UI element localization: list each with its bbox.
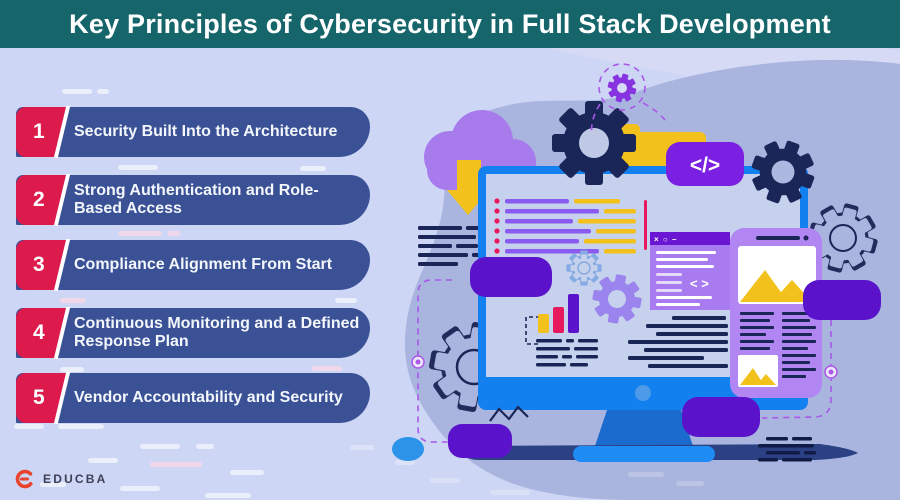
code-lines xyxy=(494,198,647,254)
phone-mockup xyxy=(730,228,822,398)
image-placeholder-mountains xyxy=(740,270,788,302)
lavender-gear-icon xyxy=(588,270,646,328)
gear-medium-icon xyxy=(742,131,824,213)
principle-item-3: Compliance Alignment From Start 3 xyxy=(16,239,370,291)
code-badge-label: </> xyxy=(690,154,720,177)
bar-chart xyxy=(525,294,579,345)
window-controls: × ○ – xyxy=(654,235,677,244)
dashed-path-left xyxy=(411,279,452,443)
text-lines-screen-right xyxy=(628,316,728,368)
principle-item-2: Strong Authentication and Role-Based Acc… xyxy=(16,174,370,226)
window-code-icon: < > xyxy=(690,276,709,291)
educba-logo-icon xyxy=(15,469,35,489)
principle-label: Security Built Into the Architecture xyxy=(16,107,370,157)
brand-logo: EDUCBA xyxy=(14,468,108,490)
principle-number: 1 xyxy=(33,120,45,143)
principle-item-5: Vendor Accountability and Security 5 xyxy=(16,372,370,424)
principle-number: 3 xyxy=(33,253,45,276)
violet-card-bottom-left xyxy=(448,424,512,458)
blue-dot xyxy=(392,437,424,461)
principle-number: 5 xyxy=(33,386,45,409)
infographic-title: Key Principles of Cybersecurity in Full … xyxy=(69,8,831,39)
code-badge: </> xyxy=(666,142,744,186)
principle-number: 4 xyxy=(33,321,45,344)
zigzag-line xyxy=(489,405,529,422)
phone-camera-dot xyxy=(803,235,809,241)
principle-label: Strong Authentication and Role-Based Acc… xyxy=(16,175,370,225)
principle-label: Vendor Accountability and Security xyxy=(16,373,370,423)
browser-window: × ○ – < > xyxy=(650,232,730,310)
principle-item-1: Security Built Into the Architecture 1 xyxy=(16,106,370,158)
dashed-path-right xyxy=(761,320,838,419)
title-banner: Key Principles of Cybersecurity in Full … xyxy=(0,0,900,48)
violet-card-screen xyxy=(470,257,552,297)
dash-lines-center xyxy=(536,339,598,367)
phone-speaker xyxy=(756,236,800,240)
gear-small-top-icon xyxy=(590,63,669,135)
gear-large-icon xyxy=(552,101,636,185)
brand-name: EDUCBA xyxy=(43,472,108,486)
principle-label: Compliance Alignment From Start xyxy=(16,240,370,290)
violet-card-right xyxy=(803,280,881,320)
text-lines-left xyxy=(418,226,482,266)
principle-label: Continuous Monitoring and a Defined Resp… xyxy=(16,308,370,358)
monitor-base xyxy=(573,446,715,462)
principle-number: 2 xyxy=(33,188,45,211)
principle-item-4: Continuous Monitoring and a Defined Resp… xyxy=(16,307,370,359)
text-lines-bottom-right xyxy=(758,437,816,462)
screen-content: × ○ – < > xyxy=(470,198,730,368)
outline-gear-right-icon xyxy=(800,195,886,281)
violet-card-bottom-right xyxy=(682,397,760,437)
outline-gear-screen-icon xyxy=(566,250,602,286)
phone-text-lines xyxy=(740,312,816,378)
monitor-camera-dot xyxy=(635,385,651,401)
